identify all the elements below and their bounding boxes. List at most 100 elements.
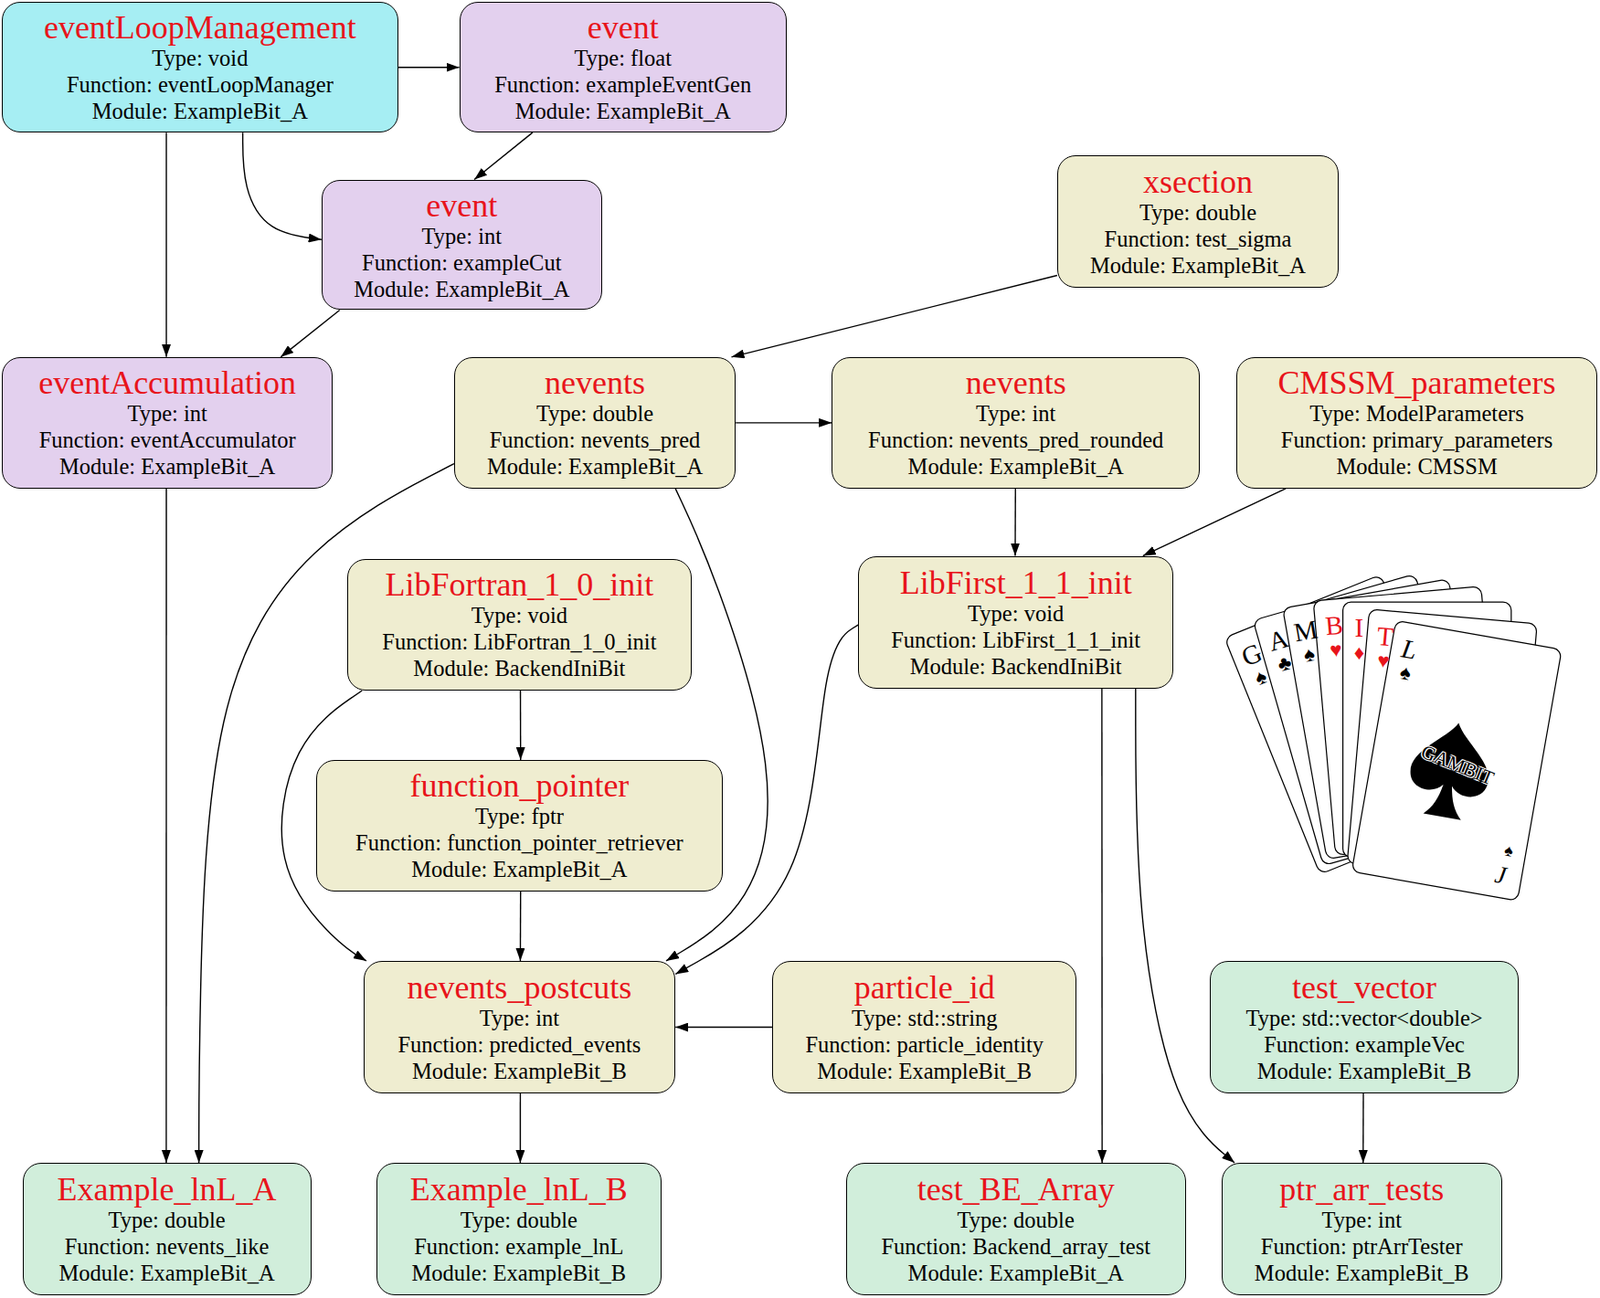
capability-box: eventAccumulationType: intFunction: even… [1,357,333,489]
capability-box: test_vectorType: std::vector<double>Func… [1209,961,1518,1094]
capability-box: function_pointerType: fptrFunction: func… [316,760,722,892]
capability-detail: Module: ExampleBit_A [908,1260,1124,1287]
capability-detail: Function: eventLoopManager [66,71,334,98]
capability-detail: Type: double [107,1207,225,1234]
capability-box: neventsType: intFunction: nevents_pred_r… [831,357,1200,489]
capability-detail: Type: fptr [475,803,564,830]
capability-box: LibFirst_1_1_initType: voidFunction: Lib… [858,556,1174,689]
capability-detail: Module: ExampleBit_A [59,1260,276,1287]
capability-box: Example_lnL_BType: doubleFunction: examp… [376,1163,662,1296]
capability-detail: Type: double [957,1207,1075,1234]
capability-detail: Function: nevents_pred_rounded [868,426,1164,454]
dependency-arrow [165,132,167,358]
capability-detail: Function: nevents_pred [489,426,701,454]
playing-card [1351,620,1562,901]
capability-detail: Module: ExampleBit_A [92,97,308,125]
capability-detail: Type: void [471,602,568,629]
capability-detail: Type: double [460,1207,578,1234]
capability-detail: Function: Backend_array_test [880,1233,1151,1261]
capability-name: nevents [544,365,646,401]
capability-name: nevents [965,365,1067,401]
capability-detail: Function: eventAccumulator [39,426,297,454]
dependency-arrow [474,132,533,180]
capability-detail: Function: LibFirst_1_1_init [890,626,1141,654]
capability-detail: Type: ModelParameters [1309,400,1524,427]
card-index: ♥ [1329,639,1344,661]
capability-detail: Module: ExampleBit_A [908,453,1124,480]
card-index: ♥ [1376,650,1390,672]
capability-name: nevents_postcuts [406,970,632,1006]
capability-detail: Module: ExampleBit_B [411,1260,626,1287]
capability-detail: Module: ExampleBit_A [411,856,627,883]
card-index: M [1291,615,1319,647]
capability-name: test_vector [1292,970,1437,1006]
dependency-arrow [280,309,340,357]
capability-detail: Module: ExampleBit_A [1090,252,1306,279]
capability-box: ptr_arr_testsType: intFunction: ptrArrTe… [1221,1163,1503,1296]
capability-detail: Module: ExampleBit_B [816,1058,1032,1085]
capability-name: CMSSM_parameters [1278,365,1557,401]
capability-detail: Module: ExampleBit_A [353,275,570,303]
capability-box: test_BE_ArrayType: doubleFunction: Backe… [846,1163,1187,1296]
capability-detail: Type: int [422,222,502,250]
capability-detail: Type: float [574,44,672,72]
capability-name: particle_id [854,970,996,1006]
dependency-arrow [1101,688,1103,1164]
dependency-arrow [519,1093,521,1164]
dependency-arrow [243,132,322,240]
spade-symbol [1403,716,1498,825]
capability-detail: Type: void [967,600,1064,627]
capability-name: LibFortran_1_0_init [384,567,654,603]
capability-name: Example_lnL_B [410,1172,628,1208]
capability-detail: Function: particle_identity [805,1031,1044,1059]
capability-box: eventType: intFunction: exampleCutModule… [321,180,603,311]
capability-detail: Type: int [479,1005,560,1032]
capability-box: eventType: floatFunction: exampleEventGe… [459,1,787,133]
capability-detail: Type: double [1139,199,1257,226]
capability-detail: Module: ExampleBit_B [1254,1260,1470,1287]
capability-detail: Type: double [536,400,654,427]
capability-detail: Type: std::string [851,1005,998,1032]
dependency-arrow [675,1027,773,1028]
capability-detail: Type: std::vector<double> [1245,1005,1483,1032]
capability-name: eventAccumulation [38,365,297,401]
dependency-arrow [731,275,1058,358]
card-index: I [1355,614,1365,642]
capability-name: event [425,188,498,223]
capability-detail: Module: ExampleBit_A [487,453,703,480]
capability-detail: Type: int [975,400,1056,427]
capability-box: LibFortran_1_0_initType: voidFunction: L… [347,559,692,691]
dependency-arrow [1014,488,1017,557]
dependency-arrow [398,66,460,68]
dependency-arrow [519,891,522,962]
card-index: B [1324,612,1345,641]
capability-detail: Function: predicted_events [397,1031,641,1059]
capability-box: xsectionType: doubleFunction: test_sigma… [1057,155,1339,288]
capability-detail: Module: ExampleBit_A [59,453,276,480]
capability-detail: Function: exampleVec [1263,1031,1465,1059]
capability-detail: Type: void [151,44,248,72]
capability-detail: Module: CMSSM [1335,453,1497,480]
capability-name: Example_lnL_A [57,1172,277,1208]
card-index: ♦ [1354,643,1365,664]
capability-box: particle_idType: std::stringFunction: pa… [772,961,1077,1094]
capability-detail: Module: ExampleBit_B [412,1058,627,1085]
capability-name: ptr_arr_tests [1279,1172,1444,1208]
capability-detail: Module: BackendIniBit [413,655,626,682]
capability-detail: Function: nevents_like [64,1233,270,1261]
capability-name: test_BE_Array [917,1172,1115,1208]
dependency-arrow [519,690,522,761]
capability-name: LibFirst_1_1_init [900,565,1133,601]
dependency-arrow [165,488,168,1164]
capability-box: CMSSM_parametersType: ModelParametersFun… [1236,357,1597,489]
capability-detail: Type: int [1322,1207,1402,1234]
capability-detail: Function: exampleCut [361,249,562,276]
dependency-arrow [735,422,832,424]
capability-name: xsection [1143,164,1253,200]
capability-detail: Function: test_sigma [1104,225,1293,253]
capability-name: function_pointer [409,768,629,804]
capability-name: event [587,10,659,45]
capability-detail: Function: exampleEventGen [494,71,752,98]
capability-detail: Module: ExampleBit_B [1257,1058,1473,1085]
capability-box: nevents_postcutsType: intFunction: predi… [363,961,677,1094]
